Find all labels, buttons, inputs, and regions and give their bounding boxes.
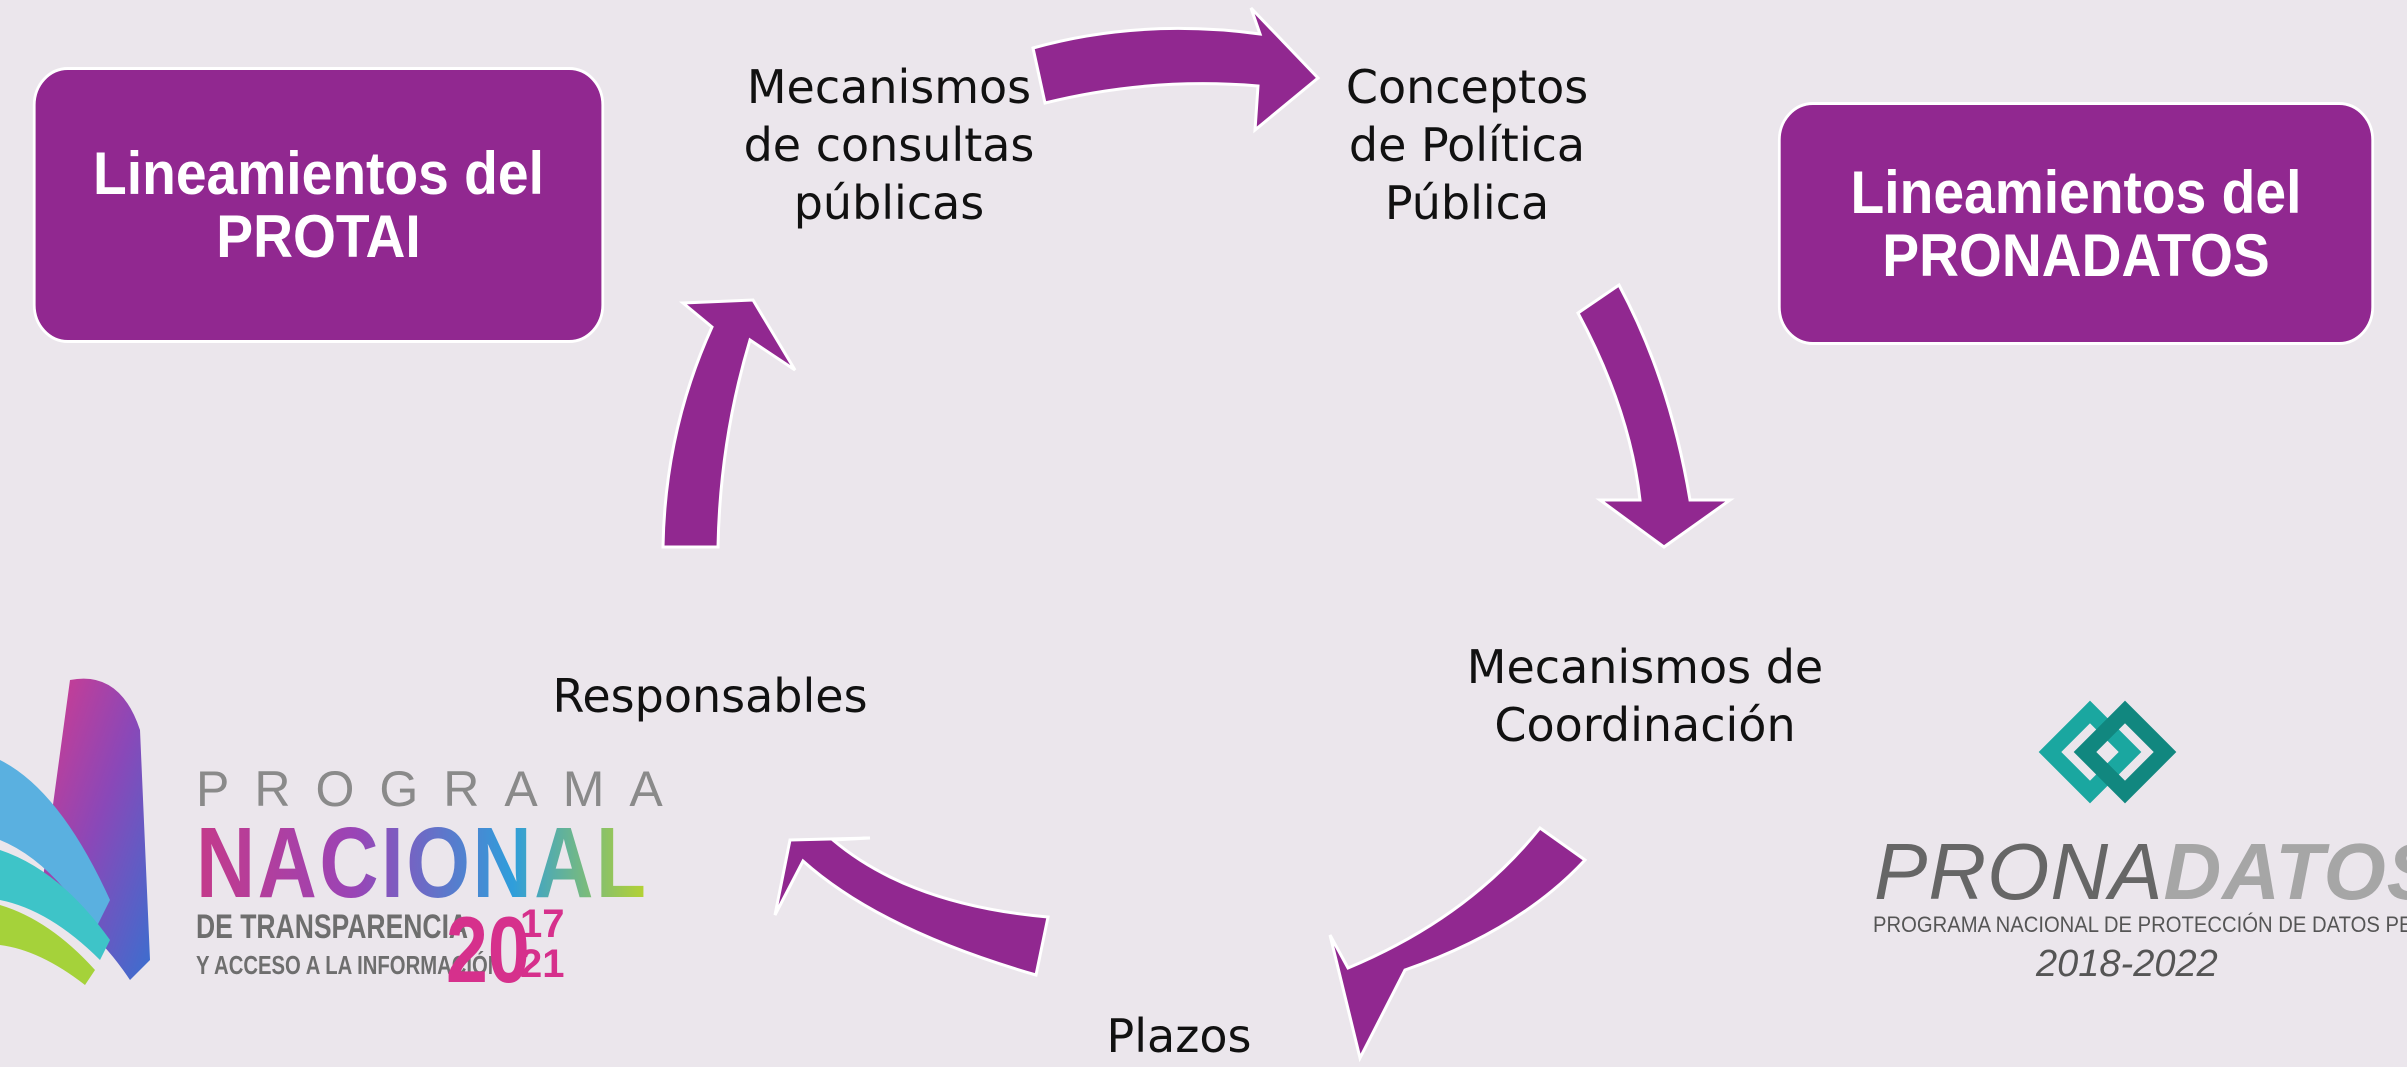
node-mecanismos-coordinacion: Mecanismos de Coordinación [1467,638,1823,754]
arrow-conceptos-to-coordinacion [1576,282,1735,549]
node-line: Coordinación [1494,698,1796,752]
protai-box-line1: Lineamientos del [93,140,544,207]
protai-logo [0,678,150,985]
pronadatos-subtitle: PROGRAMA NACIONAL DE PROTECCIÓN DE DATOS… [1873,912,2407,937]
pronadatos-wordmark: PRONADATOS [1874,826,2407,918]
protai-year-21: 21 [520,942,565,986]
node-line: Pública [1384,176,1550,230]
pronadatos-wordmark-bold: DATOS [2163,827,2407,916]
pronadatos-wordmark-light: PRONA [1874,827,2164,916]
node-line: de Política [1348,118,1586,172]
node-responsables: Responsables [552,667,867,725]
protai-year-17: 17 [520,902,565,946]
cycle-arrows [661,6,1735,1063]
node-line: Conceptos [1345,60,1589,114]
pronadatos-box-line1: Lineamientos del [1850,158,2302,226]
node-line: Mecanismos de [1466,640,1824,694]
node-line: Responsables [552,669,868,723]
pronadatos-mark-icon [2038,700,2177,804]
protai-acceso-text: Y ACCESO A LA INFORMACIÓN [196,950,503,980]
node-line: públicas [793,176,985,230]
pronadatos-years: 2018-2022 [2036,943,2218,985]
protai-nacional-text: NACIONAL [196,807,649,919]
node-line: de consultas [743,118,1035,172]
pronadatos-guidelines-box: Lineamientos del PRONADATOS [1777,102,2375,345]
protai-transparencia-text: DE TRANSPARENCIA [196,908,469,946]
arrow-coordinacion-to-plazos [1328,825,1588,1063]
protai-box-line2: PROTAI [216,203,421,270]
node-conceptos: Conceptos de Política Pública [1346,58,1588,232]
protai-programa-text: PROGRAMA [196,761,688,817]
node-line: Mecanismos [746,60,1032,114]
arrow-plazos-to-responsables [773,836,1050,977]
protai-year-suffix: 17 21 [520,904,565,984]
protai-guidelines-box: Lineamientos del PROTAI [32,67,605,343]
node-plazos: Plazos [1107,1007,1252,1065]
book-page-shape [0,850,110,960]
book-page-shape [0,760,110,930]
protai-year-20: 20 [446,897,530,1002]
book-page-shape [0,905,95,985]
pronadatos-box-line2: PRONADATOS [1882,221,2270,289]
arrow-consultas-to-conceptos [1031,6,1321,134]
node-mecanismos-consultas: Mecanismos de consultas públicas [744,58,1035,232]
arrow-responsables-to-consultas [661,298,797,549]
node-line: Plazos [1106,1009,1252,1063]
